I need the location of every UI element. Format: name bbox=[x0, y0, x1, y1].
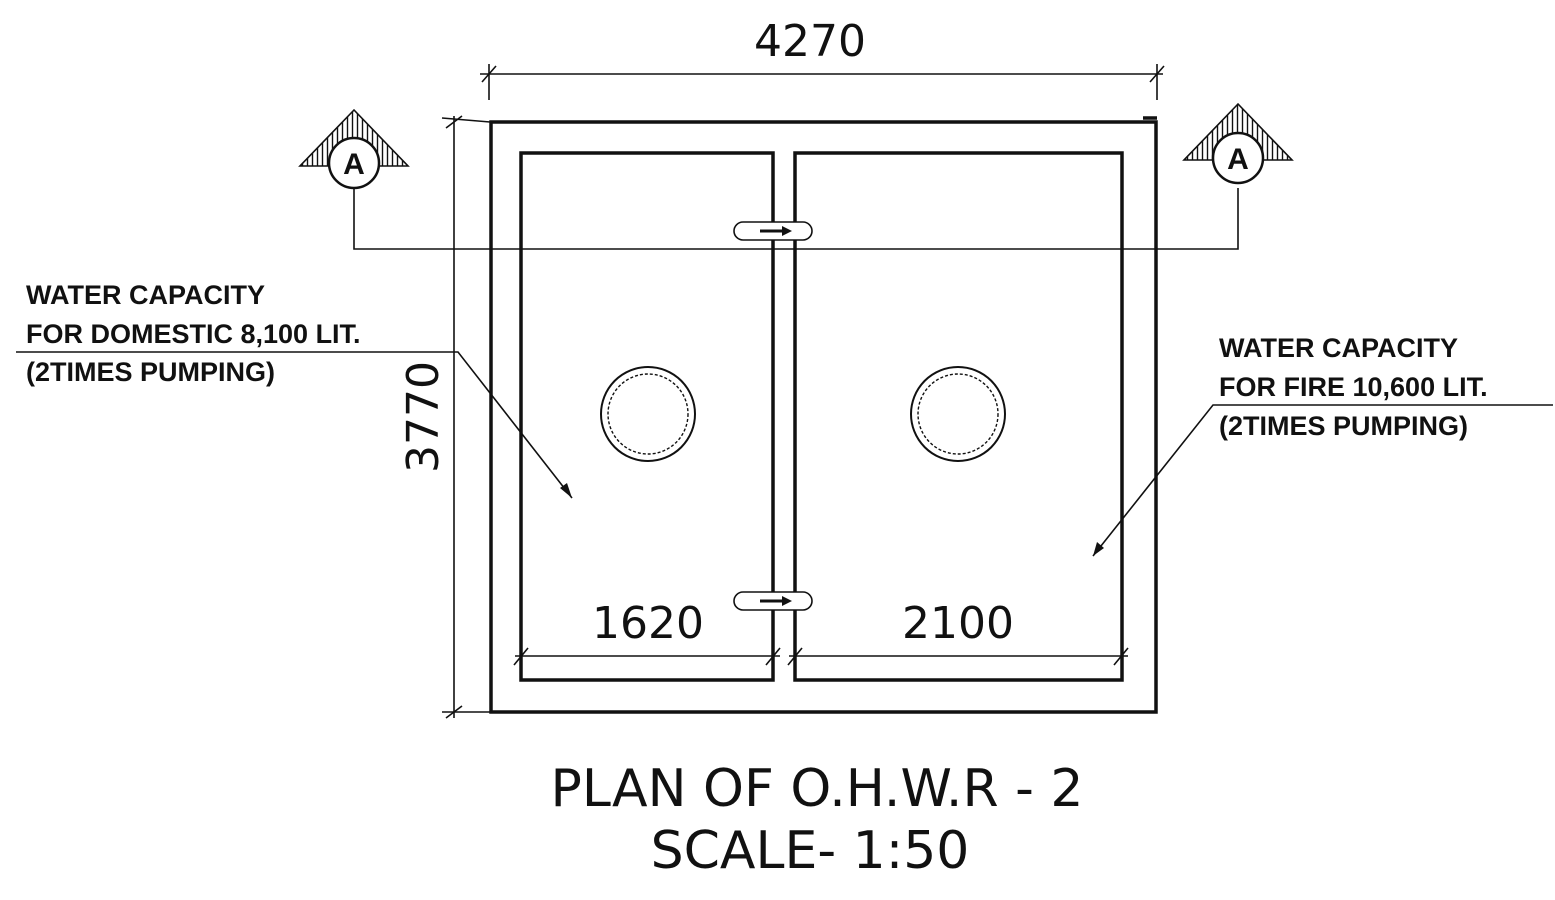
connecting-pipe-top bbox=[733, 221, 813, 241]
domestic-compartment-wall bbox=[519, 151, 775, 682]
plan-title: PLAN OF O.H.W.R - 2 bbox=[551, 759, 1084, 819]
overall-height-label: 3770 bbox=[398, 361, 449, 473]
domestic-note-line3: (2TIMES PUMPING) bbox=[26, 357, 275, 387]
domestic-note-line1: WATER CAPACITY bbox=[26, 280, 265, 310]
connecting-pipe-bottom bbox=[733, 591, 813, 611]
outer-tank-wall bbox=[489, 120, 1158, 714]
manhole-fire bbox=[910, 366, 1006, 462]
section-cut-line bbox=[353, 188, 1239, 250]
domestic-width-label: 1620 bbox=[592, 598, 704, 649]
fire-note-line3: (2TIMES PUMPING) bbox=[1219, 411, 1468, 441]
fire-note-line2: FOR FIRE 10,600 LIT. bbox=[1219, 372, 1488, 402]
section-marker-left: A bbox=[298, 108, 410, 190]
section-marker-right: A bbox=[1182, 102, 1294, 185]
section-marker-right-label: A bbox=[1227, 143, 1249, 176]
domestic-note-line2: FOR DOMESTIC 8,100 LIT. bbox=[26, 319, 361, 349]
domestic-width-dimension: 1620 bbox=[513, 598, 781, 666]
overall-width-label: 4270 bbox=[754, 16, 866, 67]
fire-width-dimension: 2100 bbox=[787, 598, 1129, 666]
domestic-capacity-note: WATER CAPACITY FOR DOMESTIC 8,100 LIT. (… bbox=[16, 280, 573, 499]
manhole-domestic bbox=[600, 366, 696, 462]
fire-compartment-wall bbox=[793, 151, 1124, 682]
drawing-title: PLAN OF O.H.W.R - 2 SCALE- 1:50 bbox=[551, 759, 1084, 881]
fire-note-line1: WATER CAPACITY bbox=[1219, 333, 1458, 363]
fire-capacity-note: WATER CAPACITY FOR FIRE 10,600 LIT. (2TI… bbox=[1092, 333, 1553, 557]
section-marker-left-label: A bbox=[343, 148, 365, 181]
scale-label: SCALE- 1:50 bbox=[651, 821, 970, 881]
overall-width-dimension: 4270 bbox=[480, 16, 1165, 100]
fire-width-label: 2100 bbox=[902, 598, 1014, 649]
overall-height-dimension: 3770 bbox=[398, 115, 491, 719]
